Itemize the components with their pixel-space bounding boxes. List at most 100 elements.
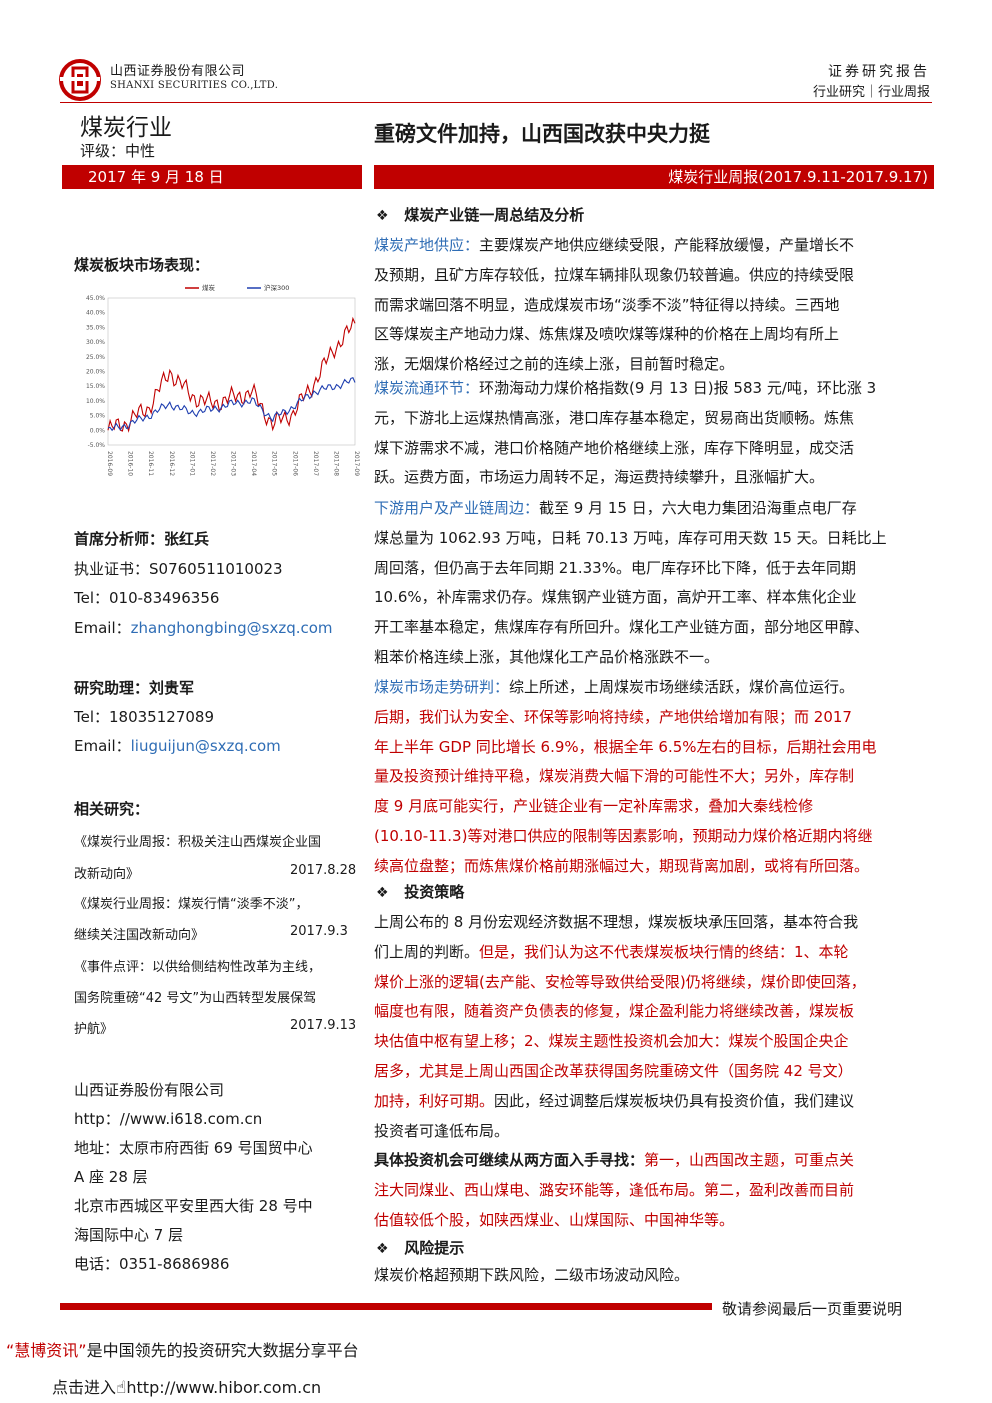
contact-address-3: 北京市西城区平安里西大街 28 号中 <box>74 1197 313 1215</box>
related-item-1-line1[interactable]: 《煤炭行业周报：积极关注山西煤炭企业国 <box>74 835 322 850</box>
section-industry-chain: ❖ 煤炭产业链一周总结及分析 <box>376 204 584 225</box>
text-line: 块估值中枢有望上移；2、煤炭主题性投资机会加大：煤炭个股国企央企 <box>374 1032 849 1051</box>
text-line: 量及投资预计维持平稳，煤炭消费大幅下滑的可能性不大；另外，库存制 <box>374 767 855 786</box>
series-line-1 <box>107 377 356 432</box>
promo-line-2[interactable]: 点击进入☝http://www.hibor.com.cn <box>52 1374 321 1398</box>
chief-tel: Tel：010-83496356 <box>74 589 220 607</box>
assistant-email-link[interactable]: liuguijun@sxzq.com <box>130 737 281 755</box>
company-name-en: SHANXI SECURITIES CO.,LTD. <box>110 80 279 91</box>
x-tick-label: 2016-12 <box>168 451 175 476</box>
assistant-tel: Tel：18035127089 <box>74 708 214 726</box>
related-item-2-line2[interactable]: 继续关注国改新动向》 <box>74 928 205 943</box>
promo-url[interactable]: http://www.hibor.com.cn <box>126 1378 322 1397</box>
text-line: 具体投资机会可继续从两方面入手寻找： <box>374 1151 645 1170</box>
text-line: 度 9 月底可能实行，产业链企业有一定补库需求，叠加大秦线检修 <box>374 797 814 816</box>
footer-divider <box>60 1303 712 1310</box>
text-line: 主要煤炭产地供应继续受限，产能释放缓慢，产量增长不 <box>479 236 855 254</box>
text-line: 年上半年 GDP 同比增长 6.9%，根据全年 6.5%左右的目标，后期社会用电 <box>374 737 877 756</box>
text-line: 幅度也有限，随着资产负债表的修复，煤企盈利能力将继续改善，煤炭板 <box>374 1002 855 1021</box>
contact-address-1: 地址：太原市府西街 69 号国贸中心 <box>74 1139 313 1157</box>
text-line: 煤总量为 1062.93 万吨，日耗 70.13 万吨，库存可用天数 15 天。… <box>374 528 887 547</box>
text-line: 因此，经过调整后煤炭板块仍具有投资价值，我们建议 <box>494 1091 855 1110</box>
text-line: 居多，尤其是上周山西国企改革获得国务院重磅文件（国务院 42 号文） <box>374 1061 853 1080</box>
text-line: 及预期，且矿方库存较低，拉煤车辆排队现象仍较普遍。供应的持续受限 <box>374 265 855 284</box>
related-item-2-line1[interactable]: 《煤炭行业周报：煤炭行情“淡季不淡”， <box>74 897 309 912</box>
text-line: 开工率基本稳定，焦煤库存有所回升。煤化工产业链方面，部分地区甲醇、 <box>374 618 870 637</box>
text-line: 元，下游北上运煤热情高涨，港口库存基本稳定，贸易商出货顺畅。炼焦 <box>374 408 855 427</box>
industry-rating: 评级：中性 <box>80 142 156 160</box>
y-tick-label: -5.0% <box>88 442 106 449</box>
paragraph-downstream: 下游用户及产业链周边：截至 9 月 15 日，六大电力集团沿海重点电厂存 煤总量… <box>374 494 934 673</box>
text-line: 们上周的判断。 <box>374 942 480 961</box>
y-tick-label: 40.0% <box>86 310 105 317</box>
y-tick-label: 20.0% <box>86 369 105 376</box>
x-tick-label: 2017-02 <box>209 451 216 476</box>
section-risk: ❖ 风险提示 <box>376 1237 464 1258</box>
section-title: 煤炭产业链一周总结及分析 <box>404 206 585 224</box>
x-tick-label: 2017-01 <box>188 451 195 476</box>
text-line: 而需求端回落不明显，造成煤炭市场“淡季不淡”特征得以持续。三西地 <box>374 295 840 314</box>
section-strategy: ❖ 投资策略 <box>376 881 464 902</box>
contact-address-2: A 座 28 层 <box>74 1168 148 1186</box>
plot-frame <box>107 297 356 446</box>
text-line: 投资者可逢低布局。 <box>374 1121 510 1140</box>
y-tick-label: 30.0% <box>86 339 105 346</box>
section-title: 风险提示 <box>404 1239 465 1257</box>
chart-title: 煤炭板块市场表现： <box>74 256 210 274</box>
contact-company: 山西证券股份有限公司 <box>74 1081 225 1099</box>
x-tick-label: 2016-09 <box>106 451 113 476</box>
contact-address-4: 海国际中心 7 层 <box>74 1226 184 1244</box>
bullet-icon: ❖ <box>376 885 389 901</box>
related-item-3-date: 2017.9.13 <box>290 1018 357 1033</box>
text-line: 截至 9 月 15 日，六大电力集团沿海重点电厂存 <box>539 499 857 517</box>
paragraph-supply: 煤炭产地供应：主要煤炭产地供应继续受限，产能释放缓慢，产量增长不 及预期，且矿方… <box>374 231 934 380</box>
assistant-label: 研究助理：刘贵军 <box>74 679 195 697</box>
report-type: 证券研究报告 <box>828 64 930 80</box>
text-line: 续高位盘整；而炼焦煤价格前期涨幅过大，期现背离加剧，或将有所回落。 <box>374 856 870 875</box>
company-logo-icon <box>59 59 101 101</box>
paragraph-strategy: 上周公布的 8 月份宏观经济数据不理想，煤炭板块承压回落，基本符合我 们上周的判… <box>374 908 934 1236</box>
text-line: 周回落，但仍高于去年同期 21.33%。电厂库存环比下降，低于去年同期 <box>374 558 856 577</box>
text-line: 环渤海动力煤价格指数(9 月 13 日)报 583 元/吨，环比涨 3 <box>479 379 877 397</box>
text-line: 估值较低个股，如陕西煤业、山煤国际、中国神华等。 <box>374 1210 735 1229</box>
y-tick-label: 15.0% <box>86 383 105 390</box>
related-item-3-line3[interactable]: 护航》 <box>74 1022 114 1037</box>
report-headline: 重磅文件加持，山西国改获中央力挺 <box>374 122 710 146</box>
x-tick-label: 2017-03 <box>230 451 237 476</box>
text-line: 综上所述，上周煤炭市场继续活跃，煤价高位运行。 <box>509 678 855 696</box>
text-line: 煤下游需求不减，港口价格随产地价格继续上涨，库存下降明显，成交活 <box>374 438 855 457</box>
paragraph-outlook: 煤炭市场走势研判：综上所述，上周煤炭市场继续活跃，煤价高位运行。 后期，我们认为… <box>374 673 934 882</box>
outlook-label: 煤炭市场走势研判： <box>374 678 510 696</box>
chief-cert: 执业证书：S0760511010023 <box>74 560 283 578</box>
text-line: 煤价上涨的逻辑(去产能、安检等导致供给受限)仍将继续，煤价即使回落， <box>374 972 866 991</box>
y-tick-label: 5.0% <box>90 413 106 420</box>
y-tick-label: 35.0% <box>86 324 105 331</box>
header-divider <box>60 102 932 103</box>
promo-line-1: “慧博资讯”是中国领先的投资研究大数据分享平台 <box>6 1337 359 1361</box>
company-name-cn: 山西证券股份有限公司 <box>110 64 246 79</box>
text-line: 粗苯价格连续上涨，其他煤化工产品价格涨跌不一。 <box>374 647 720 666</box>
related-item-3-line1[interactable]: 《事件点评：以供给侧结构性改革为主线， <box>74 960 322 975</box>
x-tick-label: 2017-05 <box>271 451 278 476</box>
x-tick-label: 2016-11 <box>147 451 154 476</box>
legend-label: 煤炭 <box>202 283 216 292</box>
text-line: 加持，利好可期。 <box>374 1091 495 1110</box>
risk-text: 煤炭价格超预期下跌风险，二级市场波动风险。 <box>374 1266 690 1284</box>
report-date-bar: 2017 年 9 月 18 日 <box>62 165 362 189</box>
promo-enter[interactable]: 点击进入 <box>52 1378 117 1397</box>
circulation-label: 煤炭流通环节： <box>374 379 480 397</box>
related-item-1-line2[interactable]: 改新动向》 <box>74 867 140 882</box>
supply-label: 煤炭产地供应： <box>374 236 480 254</box>
industry-name: 煤炭行业 <box>80 115 172 141</box>
text-line: 注大同煤业、西山煤电、潞安环能等，逢低布局。第二，盈利改善而目前 <box>374 1181 855 1200</box>
related-item-3-line2[interactable]: 国务院重磅“42 号文”为山西转型发展保驾 <box>74 991 317 1006</box>
series-line-0 <box>107 316 356 433</box>
text-line: 上周公布的 8 月份宏观经济数据不理想，煤炭板块承压回落，基本符合我 <box>374 913 859 931</box>
text-line: 涨，无烟煤价格经过之前的连续上涨，目前暂时稳定。 <box>374 355 735 374</box>
assistant-email-row: Email：liuguijun@sxzq.com <box>74 735 281 756</box>
contact-phone: 电话：0351-8686986 <box>74 1255 230 1273</box>
related-item-2-date: 2017.9.3 <box>290 924 348 939</box>
chief-email-link[interactable]: zhanghongbing@sxzq.com <box>130 619 333 637</box>
x-tick-label: 2017-04 <box>250 451 257 476</box>
contact-url[interactable]: http：//www.i618.com.cn <box>74 1110 263 1128</box>
